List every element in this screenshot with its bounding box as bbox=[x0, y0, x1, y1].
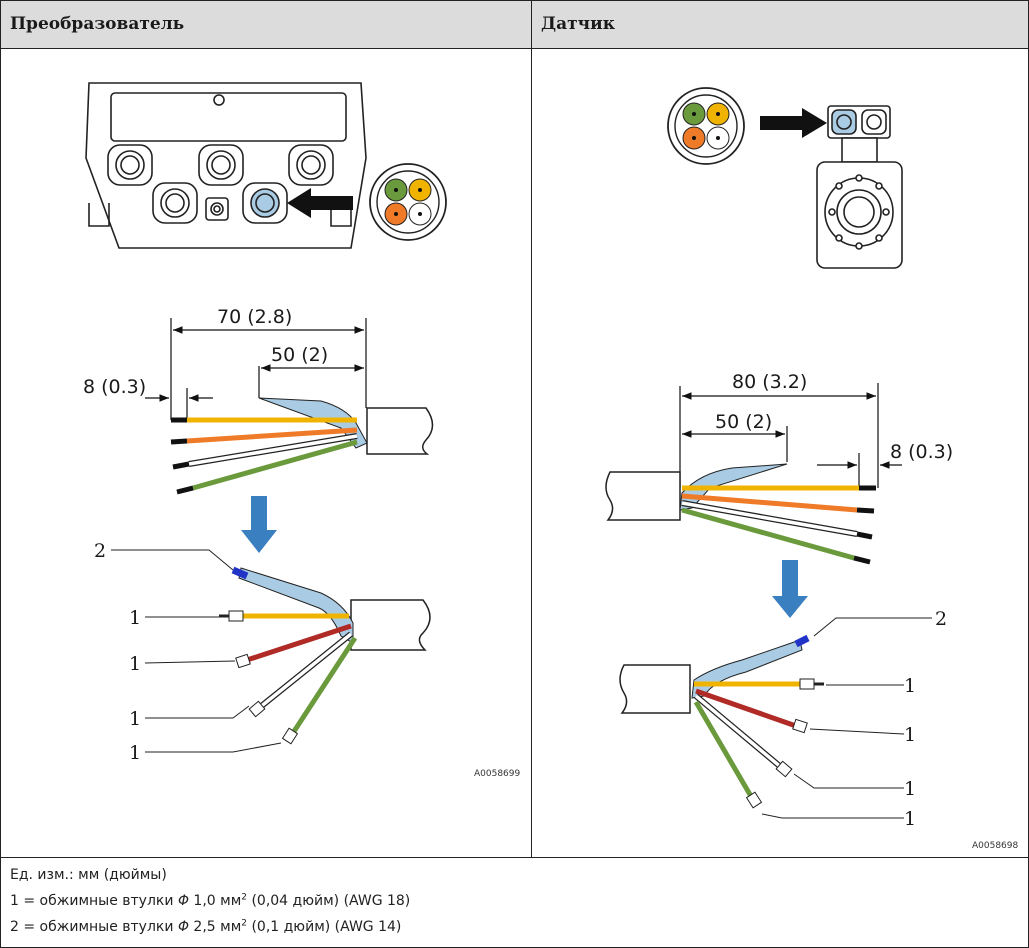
callout-1a: 1 bbox=[904, 675, 916, 697]
column-divider bbox=[531, 0, 532, 858]
dim-total: 80 (3.2) bbox=[732, 371, 807, 393]
note-ferrule-2: 2 = обжимные втулки Φ 2,5 мм2 (0,1 дюйм)… bbox=[10, 918, 402, 935]
transmitter-panel: 70 (2.8) 50 (2) 8 (0.3) bbox=[1, 48, 531, 857]
header-divider bbox=[0, 48, 1029, 49]
cable-cross-section-icon bbox=[369, 163, 447, 241]
cable-cross-section-icon bbox=[667, 87, 745, 165]
stripped-cable-upper bbox=[605, 463, 876, 565]
dim-end: 8 (0.3) bbox=[83, 376, 146, 398]
figure-code: A0058698 bbox=[972, 841, 1019, 851]
callout-2: 2 bbox=[94, 540, 106, 562]
insert-arrow-icon bbox=[760, 108, 827, 138]
dimension-lines bbox=[145, 318, 367, 420]
dim-end: 8 (0.3) bbox=[890, 441, 953, 463]
crimped-cable-lower bbox=[219, 566, 431, 745]
callout-leaders bbox=[111, 549, 282, 753]
dimension-lines bbox=[679, 383, 902, 488]
sensor-panel: 80 (3.2) 50 (2) 8 (0.3) bbox=[532, 48, 1028, 857]
transmitter-housing-icon bbox=[85, 82, 367, 249]
header-transmitter: Преобразователь bbox=[0, 0, 531, 48]
callout-1c: 1 bbox=[129, 708, 141, 730]
dim-strip: 50 (2) bbox=[715, 411, 772, 433]
dim-total: 70 (2.8) bbox=[217, 306, 292, 328]
callout-leaders bbox=[761, 617, 932, 819]
callout-1a: 1 bbox=[129, 607, 141, 629]
down-arrow-icon bbox=[241, 496, 277, 553]
legend-notes: Ед. изм.: мм (дюймы) 1 = обжимные втулки… bbox=[10, 862, 1020, 940]
callout-1b: 1 bbox=[129, 653, 141, 675]
figure-code: A0058699 bbox=[474, 769, 521, 779]
header-sensor: Датчик bbox=[531, 0, 1029, 48]
table-border-top bbox=[0, 0, 1029, 1]
table-border-left bbox=[0, 0, 1, 948]
dim-strip: 50 (2) bbox=[271, 344, 328, 366]
callout-1d: 1 bbox=[129, 742, 141, 764]
units-note: Ед. изм.: мм (дюймы) bbox=[10, 867, 167, 883]
sensor-body-icon bbox=[816, 105, 903, 269]
insert-arrow-icon bbox=[287, 188, 353, 218]
callout-2: 2 bbox=[935, 608, 947, 630]
crimped-cable-lower bbox=[619, 634, 824, 809]
callout-1b: 1 bbox=[904, 724, 916, 746]
callout-1c: 1 bbox=[904, 778, 916, 800]
note-ferrule-1: 1 = обжимные втулки Φ 1,0 мм2 (0,04 дюйм… bbox=[10, 892, 411, 909]
callout-1d: 1 bbox=[904, 808, 916, 830]
stripped-cable-upper bbox=[170, 397, 434, 495]
down-arrow-icon bbox=[772, 560, 808, 618]
notes-divider bbox=[0, 857, 1029, 858]
